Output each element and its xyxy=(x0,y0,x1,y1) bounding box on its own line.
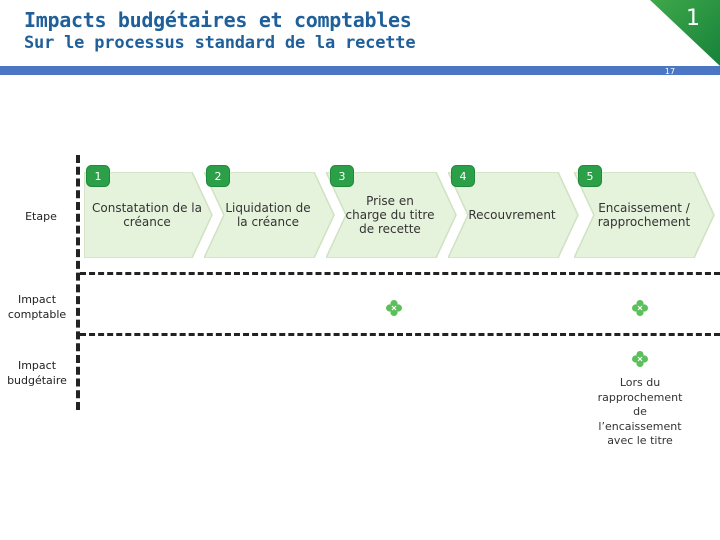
budgetary-impact-note: Lors du rapprochement de l’encaissement … xyxy=(597,376,683,447)
step-label-4: Recouvrement xyxy=(468,208,556,222)
step-chevron-4: Recouvrement xyxy=(448,172,580,258)
row-divider-1 xyxy=(80,272,720,275)
step-chevron-2: Liquidation de la créance xyxy=(204,172,336,258)
step-number-4: 4 xyxy=(459,169,467,183)
slide-subtitle: Sur le processus standard de la recette xyxy=(24,33,416,53)
clover-cross-icon xyxy=(386,300,402,316)
row-label-impact-budgetaire: Impact budgétaire xyxy=(7,359,67,387)
step-label-1: Constatation de la créance xyxy=(92,201,202,229)
step-label-5: Encaissement / rapprochement xyxy=(597,201,691,229)
step-chevron-3: Prise en charge du titre de recette xyxy=(326,172,458,258)
step-number-2: 2 xyxy=(214,169,222,183)
page-number: 17 xyxy=(664,67,676,76)
step-badge-5: 5 xyxy=(578,165,602,187)
row-label-etape: Etape xyxy=(25,210,57,223)
step-label-3: Prise en charge du titre de recette xyxy=(345,194,435,236)
corner-number: 1 xyxy=(686,6,700,31)
step-number-1: 1 xyxy=(94,169,102,183)
vertical-divider xyxy=(76,155,80,410)
step-chevron-5: Encaissement / rapprochement xyxy=(574,172,716,258)
step-chevron-1: Constatation de la créance xyxy=(84,172,214,258)
step-badge-2: 2 xyxy=(206,165,230,187)
clover-cross-icon xyxy=(632,351,648,367)
header-bar xyxy=(0,66,720,75)
slide-title: Impacts budgétaires et comptables xyxy=(24,8,412,32)
step-label-2: Liquidation de la créance xyxy=(225,201,311,229)
step-badge-4: 4 xyxy=(451,165,475,187)
step-number-3: 3 xyxy=(338,169,346,183)
corner-triangle xyxy=(650,0,720,66)
step-badge-3: 3 xyxy=(330,165,354,187)
clover-cross-icon xyxy=(632,300,648,316)
row-label-impact-comptable: Impact comptable xyxy=(7,293,67,321)
row-divider-2 xyxy=(80,333,720,336)
step-number-5: 5 xyxy=(586,169,594,183)
step-badge-1: 1 xyxy=(86,165,110,187)
